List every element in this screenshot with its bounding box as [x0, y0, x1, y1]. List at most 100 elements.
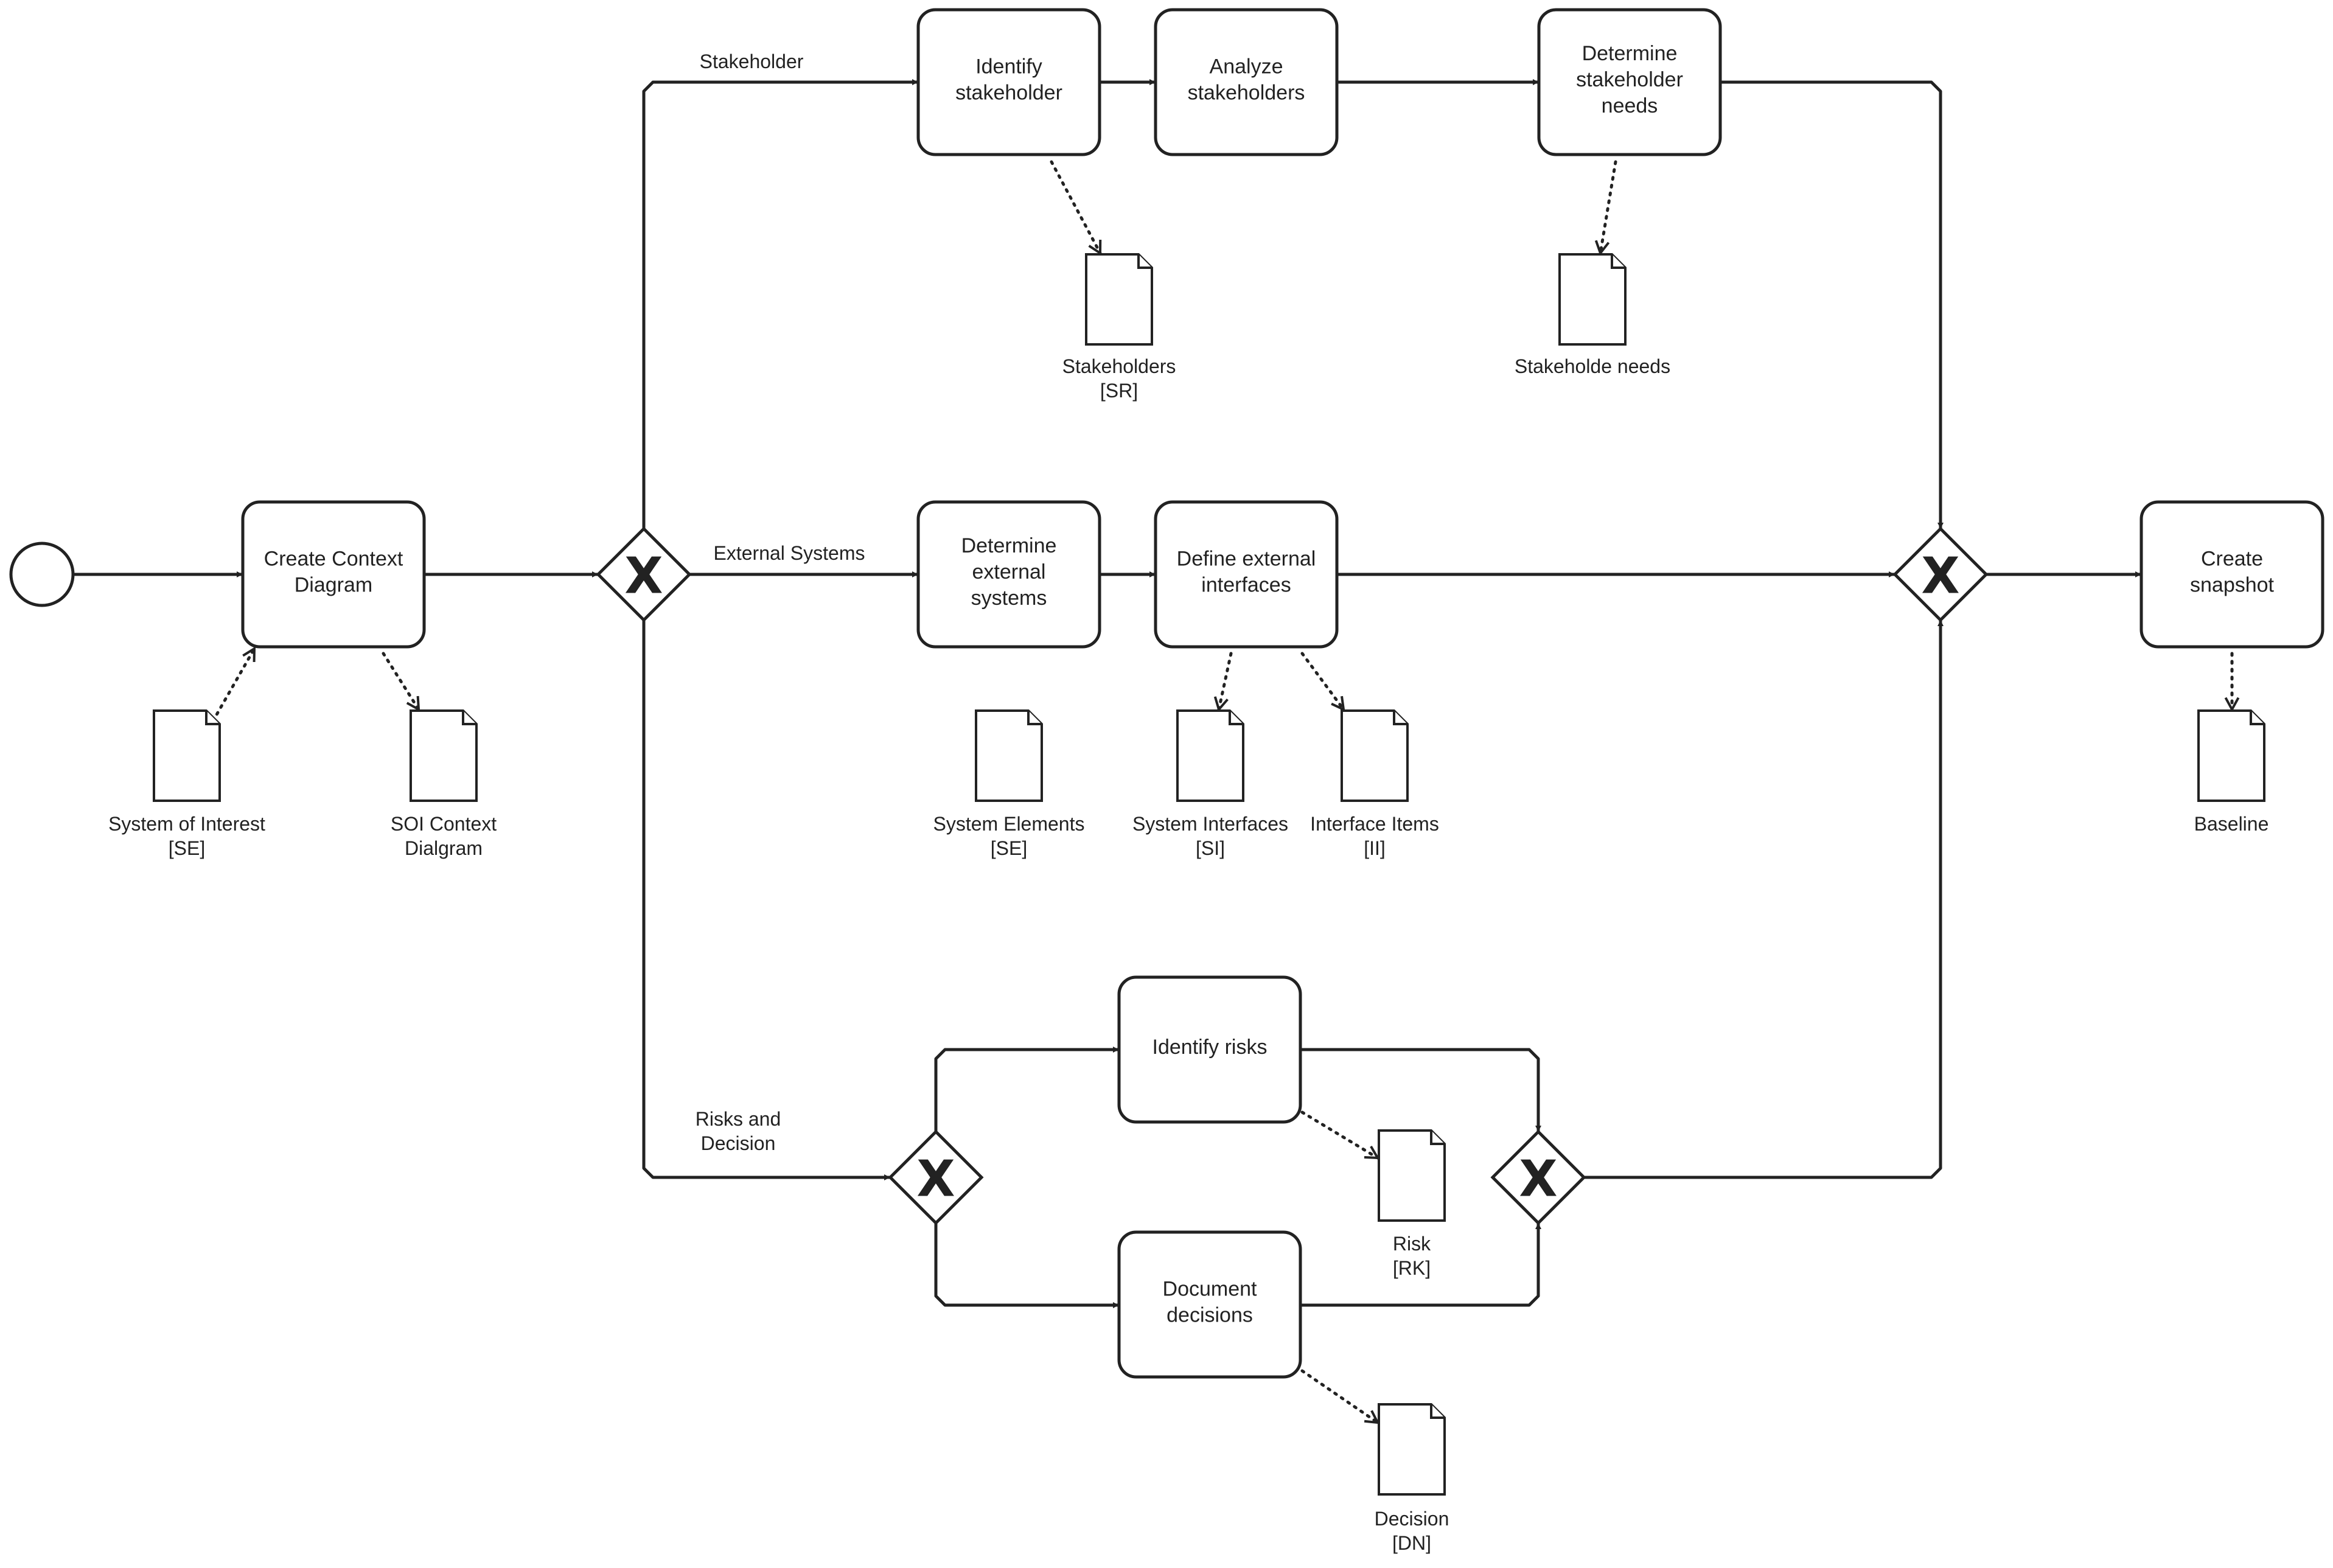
association-identify-stakeholder-to-stakeholders	[1050, 160, 1102, 256]
document-interface-items	[1341, 709, 1409, 802]
document-icon	[1378, 1403, 1446, 1496]
task-label-line: Determine	[1582, 42, 1678, 65]
task-label-line: Document	[1163, 1278, 1258, 1301]
document-label-stakeholders: Stakeholders [SR]	[1062, 355, 1176, 402]
task-determine-stakeholder-needs[interactable]: Determine stakeholder needs	[1537, 8, 1722, 156]
task-document-decisions[interactable]: Document decisions	[1117, 1230, 1302, 1379]
gateway-x-symbol: X	[1921, 548, 1959, 605]
document-stakeholders	[1085, 253, 1153, 346]
task-label-line: stakeholder	[955, 82, 1062, 105]
exclusive-gateway-icon: X	[1490, 1129, 1586, 1225]
association-document-decisions-to-decision	[1300, 1369, 1380, 1424]
document-label-soi-context-line: Dialgram	[405, 837, 483, 859]
task-label-line: Diagram	[295, 574, 372, 597]
document-label-stakeholder-needs-line: Stakeholde needs	[1515, 355, 1670, 377]
task-label-line: needs	[1602, 94, 1658, 117]
document-label-system-elements-line: System Elements	[933, 813, 1085, 835]
document-label-system-interfaces-line: System Interfaces	[1132, 813, 1288, 835]
document-label-stakeholder-needs: Stakeholde needs	[1515, 355, 1670, 377]
flow-identify-risks-to-join	[1300, 1048, 1541, 1132]
document-icon	[975, 709, 1043, 802]
association-determine-needs-to-stakeholder-needs	[1594, 160, 1617, 256]
flow-label-risks-and-decision-line: Decision	[701, 1132, 776, 1154]
task-label: Determine stakeholder needs	[1576, 42, 1683, 117]
document-label-system-elements-line: [SE]	[991, 837, 1027, 859]
document-label-decision: Decision[DN]	[1375, 1508, 1449, 1554]
exclusive-gateway-icon: X	[596, 526, 692, 622]
flow-document-decisions-to-join	[1300, 1223, 1541, 1307]
task-label-line: Define external	[1177, 548, 1316, 571]
document-baseline	[2197, 709, 2265, 802]
task-label: Document decisions	[1163, 1278, 1258, 1327]
flow-gateway-to-risk-gateway	[642, 620, 890, 1180]
gateway-x-symbol: X	[1519, 1151, 1557, 1208]
document-icon	[1341, 709, 1409, 802]
flow-label-stakeholder: Stakeholder	[700, 51, 804, 72]
flow-label-external-systems-line: External Systems	[714, 542, 865, 564]
task-label-line: external	[972, 560, 1046, 584]
association-identify-risks-to-risk	[1300, 1110, 1380, 1160]
gateway-x-symbol: X	[916, 1151, 955, 1208]
document-label-interface-items-line: [II]	[1364, 837, 1386, 859]
document-decision	[1378, 1403, 1446, 1496]
document-system-of-interest	[153, 709, 221, 802]
task-label-line: stakeholders	[1188, 82, 1305, 105]
association-define-interfaces-to-system-interfaces	[1213, 652, 1233, 713]
task-label: Identify risks	[1153, 1036, 1268, 1059]
flow-gateway-to-identify-stakeholder	[642, 79, 918, 529]
gateway-x-symbol: X	[624, 548, 663, 605]
task-label: Define external interfaces	[1177, 548, 1316, 597]
flow-label-external-systems: External Systems	[714, 542, 865, 564]
document-label-decision-line: [DN]	[1392, 1532, 1431, 1554]
document-icon	[2197, 709, 2265, 802]
flow-label-stakeholder-line: Stakeholder	[700, 51, 804, 72]
task-identify-risks[interactable]: Identify risks	[1117, 975, 1302, 1124]
document-label-system-interfaces-line: [SI]	[1196, 837, 1225, 859]
document-label-interface-items: Interface Items[II]	[1310, 813, 1439, 859]
flow-label-risks-and-decision-line: Risks and	[696, 1108, 781, 1130]
association-system-of-interest-to-create-context	[211, 646, 256, 723]
flow-determine-needs-to-merge	[1720, 80, 1944, 529]
document-icon	[153, 709, 221, 802]
document-label-stakeholders-line: [SR]	[1100, 380, 1138, 402]
task-label-line: interfaces	[1201, 574, 1291, 597]
document-label-system-interfaces: System Interfaces[SI]	[1132, 813, 1288, 859]
task-define-external-interfaces[interactable]: Define external interfaces	[1154, 500, 1339, 649]
circle-icon	[9, 542, 75, 607]
document-label-system-of-interest-line: [SE]	[169, 837, 205, 859]
document-label-risk-line: Risk	[1393, 1233, 1431, 1255]
document-label-stakeholders-line: Stakeholders	[1062, 355, 1176, 377]
document-system-elements	[975, 709, 1043, 802]
flow-risk-gateway-to-identify-risks	[934, 1047, 1119, 1132]
association-snapshot-to-baseline	[2224, 652, 2240, 713]
task-label-line: systems	[971, 587, 1047, 610]
document-label-risk: Risk[RK]	[1393, 1233, 1431, 1279]
exclusive-gateway-icon: X	[888, 1129, 984, 1225]
document-label-system-elements: System Elements[SE]	[933, 813, 1085, 859]
flow-join-to-merge	[1584, 620, 1944, 1179]
task-label-line: Create Context	[264, 548, 403, 571]
document-soi-context	[410, 709, 478, 802]
document-label-interface-items-line: Interface Items	[1310, 813, 1439, 835]
association-create-context-to-soi-context	[382, 652, 420, 712]
document-icon	[1558, 253, 1627, 346]
task-label-line: Create	[2201, 548, 2263, 571]
document-label-baseline: Baseline	[2194, 813, 2269, 835]
document-label-system-of-interest: System of Interest[SE]	[108, 813, 265, 859]
task-label-line: stakeholder	[1576, 68, 1683, 91]
task-label-line: decisions	[1166, 1304, 1253, 1327]
document-label-baseline-line: Baseline	[2194, 813, 2269, 835]
